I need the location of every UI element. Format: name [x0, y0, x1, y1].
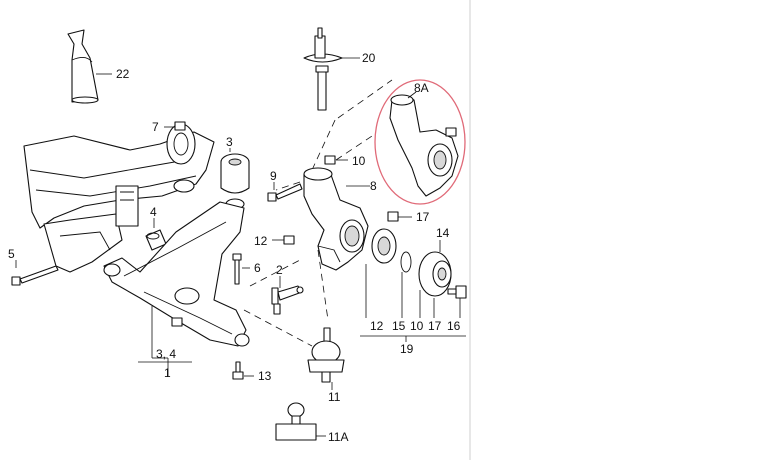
part-10-nut: [324, 155, 336, 165]
part-13-bolt: [232, 361, 244, 380]
part-3-bushing: [220, 153, 250, 210]
part-12-wheel-bearing: [371, 228, 397, 264]
part-8-steering-knuckle: [303, 167, 369, 271]
callout-7: 7: [152, 120, 159, 134]
callout-19-item-5: 16: [447, 319, 461, 333]
part-22-grease-tube: [67, 29, 99, 104]
part-20-strut: [303, 27, 343, 111]
callout-19-item-1: 12: [370, 319, 384, 333]
part-16-hub-bolt: [447, 285, 467, 299]
part-14-wheel-hub: [418, 251, 452, 297]
callout-22: 22: [116, 67, 130, 81]
callout-11: 11: [328, 390, 341, 404]
callout-6: 6: [254, 261, 261, 275]
part-11a-ball-joint: [275, 402, 317, 441]
callout-17-top: 17: [416, 210, 430, 224]
highlight-circle: [374, 79, 466, 205]
callout-2: 2: [276, 263, 283, 277]
callout-9: 9: [270, 169, 277, 183]
callout-19-item-4: 17: [428, 319, 442, 333]
callout-19-item-2: 15: [392, 319, 406, 333]
callout-3-top: 3: [226, 135, 233, 149]
part-7-nut: [174, 121, 186, 131]
callout-4: 4: [150, 205, 157, 219]
part-11-ball-joint: [307, 327, 345, 383]
callout-20: 20: [362, 51, 376, 65]
callout-8a: 8A: [414, 81, 429, 95]
part-1-control-arm: [103, 201, 250, 347]
callout-14: 14: [436, 226, 450, 240]
callout-1: 1: [164, 366, 171, 380]
part-9-bolt: [267, 183, 303, 202]
callout-12-left: 12: [254, 234, 268, 248]
group-19-bracket: [360, 264, 466, 342]
part-5-bolt: [11, 265, 59, 286]
part-12-nut: [283, 235, 295, 245]
callout-3-4: 3, 4: [156, 347, 176, 361]
callout-5: 5: [8, 247, 15, 261]
callout-13: 13: [258, 369, 272, 383]
callout-11a: 11A: [328, 430, 348, 444]
part-15-circlip: [400, 251, 412, 273]
callout-8: 8: [370, 179, 377, 193]
assembly-lines: [243, 79, 393, 347]
part-17-bolt: [387, 211, 399, 222]
part-6-bolt: [232, 253, 242, 285]
subframe: [23, 123, 215, 273]
callout-19-item-3: 10: [410, 319, 424, 333]
callout-10: 10: [352, 154, 366, 168]
callout-19: 19: [400, 342, 414, 356]
part-8a-steering-knuckle: [389, 94, 459, 197]
part-2-link-bracket: [271, 285, 304, 315]
